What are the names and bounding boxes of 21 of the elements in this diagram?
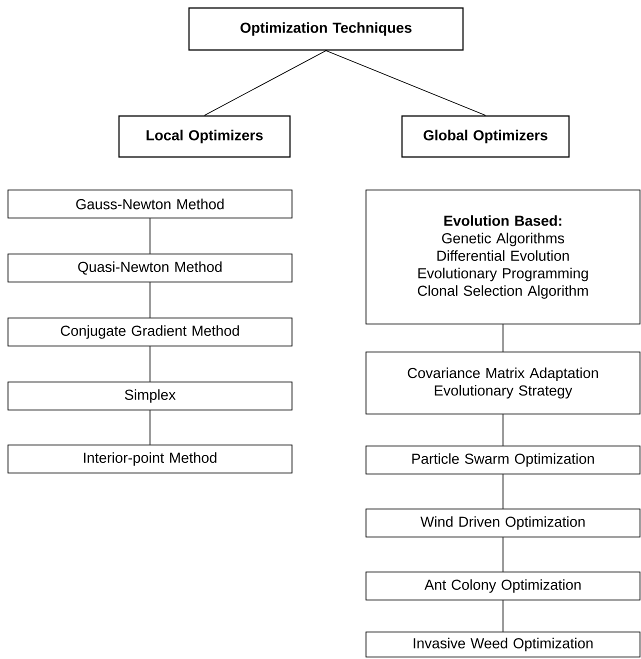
connector-line: [502, 474, 504, 509]
method-box: Ant Colony Optimization: [366, 572, 640, 600]
root-box: Optimization Techniques: [188, 7, 464, 51]
connector-line: [502, 600, 504, 632]
category-box: Global Optimizers: [401, 115, 570, 158]
method-box: Interior-point Method: [8, 444, 292, 474]
category-box: Local Optimizers: [118, 115, 291, 158]
method-box: Gauss-Newton Method: [8, 190, 292, 218]
connector-line: [502, 324, 504, 352]
method-box: Quasi-Newton Method: [8, 254, 292, 282]
connector-line: [326, 50, 486, 116]
method-box: Wind Driven Optimization: [366, 508, 640, 538]
method-box: Simplex: [8, 382, 292, 410]
method-box: Invasive Weed Optimization: [366, 632, 640, 658]
method-box: Particle Swarm Optimization: [366, 446, 640, 474]
method-box: Evolution Based: Genetic Algorithms Differential Evolution Evolutionary Programming Clonal Selection Algorithm: [366, 190, 640, 324]
connector-line: [502, 414, 504, 446]
connector-line: [502, 537, 504, 572]
connector-line: [204, 50, 326, 116]
method-box: Conjugate Gradient Method: [8, 318, 292, 346]
method-box: Covariance Matrix Adaptation Evolutionary Strategy: [366, 352, 640, 414]
